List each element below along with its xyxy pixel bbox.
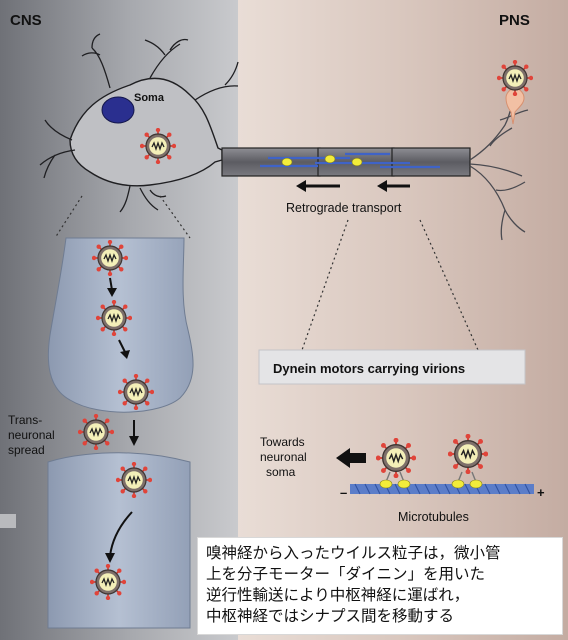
virion-cleft-icon [78, 414, 114, 450]
dynein-motor-2 [451, 471, 483, 489]
virion-synapse-2-icon [96, 300, 132, 336]
minus-end-label: – [340, 485, 347, 500]
big-arrow-left-icon [336, 448, 366, 468]
axon-segment-1 [221, 147, 321, 177]
virion-synapse-1-icon [92, 240, 128, 276]
zoom-guides [54, 195, 479, 351]
axon-dynein-dots [281, 154, 363, 167]
retrograde-transport-label: Retrograde transport [286, 201, 402, 215]
synapse-arrows [105, 277, 139, 563]
microtubule-strand [350, 483, 534, 495]
caption-line-3: 逆行性輸送により中枢神経に運ばれ， [206, 586, 470, 604]
dynein-motor-1 [379, 471, 411, 489]
trans-neuronal-line-2: neuronal [8, 428, 55, 442]
dynein-label-box [258, 349, 526, 385]
towards-soma-line-2: neuronal [260, 450, 307, 464]
caption-box: 嗅神経から入ったウイルス粒子は，微小管 上を分子モーター「ダイニン」を用いた 逆… [197, 537, 563, 635]
virion-in-soma-icon [140, 128, 176, 164]
pns-label: PNS [499, 12, 530, 29]
plus-end-label: + [537, 485, 545, 500]
caption-line-4: 中枢神経ではシナプス間を移動する [206, 607, 455, 625]
soma-label: Soma [134, 92, 165, 104]
virion-post-1-icon [116, 462, 152, 498]
cns-label: CNS [10, 12, 42, 29]
microtubules-label: Microtubules [398, 510, 469, 524]
virion-motor-1-icon [376, 438, 416, 478]
towards-soma-line-1: Towards [260, 435, 305, 449]
arrow-left-icon-2 [377, 180, 410, 192]
postsynaptic-terminal [47, 452, 191, 629]
virion-post-2-icon [90, 564, 126, 600]
virion-synapse-3-icon [118, 374, 154, 410]
trans-neuronal-line-3: spread [8, 443, 45, 457]
trans-neuronal-line-1: Trans- [8, 413, 42, 427]
caption-line-1: 嗅神経から入ったウイルス粒子は，微小管 [206, 544, 501, 562]
virion-entering-icon [497, 60, 533, 96]
edge-marker [0, 514, 16, 528]
caption-line-2: 上を分子モーター「ダイニン」を用いた [206, 565, 486, 583]
nucleus [101, 96, 135, 124]
dendrites [39, 33, 239, 213]
arrow-left-icon [296, 180, 340, 192]
towards-soma-line-3: soma [266, 465, 296, 479]
dynein-label: Dynein motors carrying virions [273, 361, 465, 376]
virion-motor-2-icon [448, 434, 488, 474]
